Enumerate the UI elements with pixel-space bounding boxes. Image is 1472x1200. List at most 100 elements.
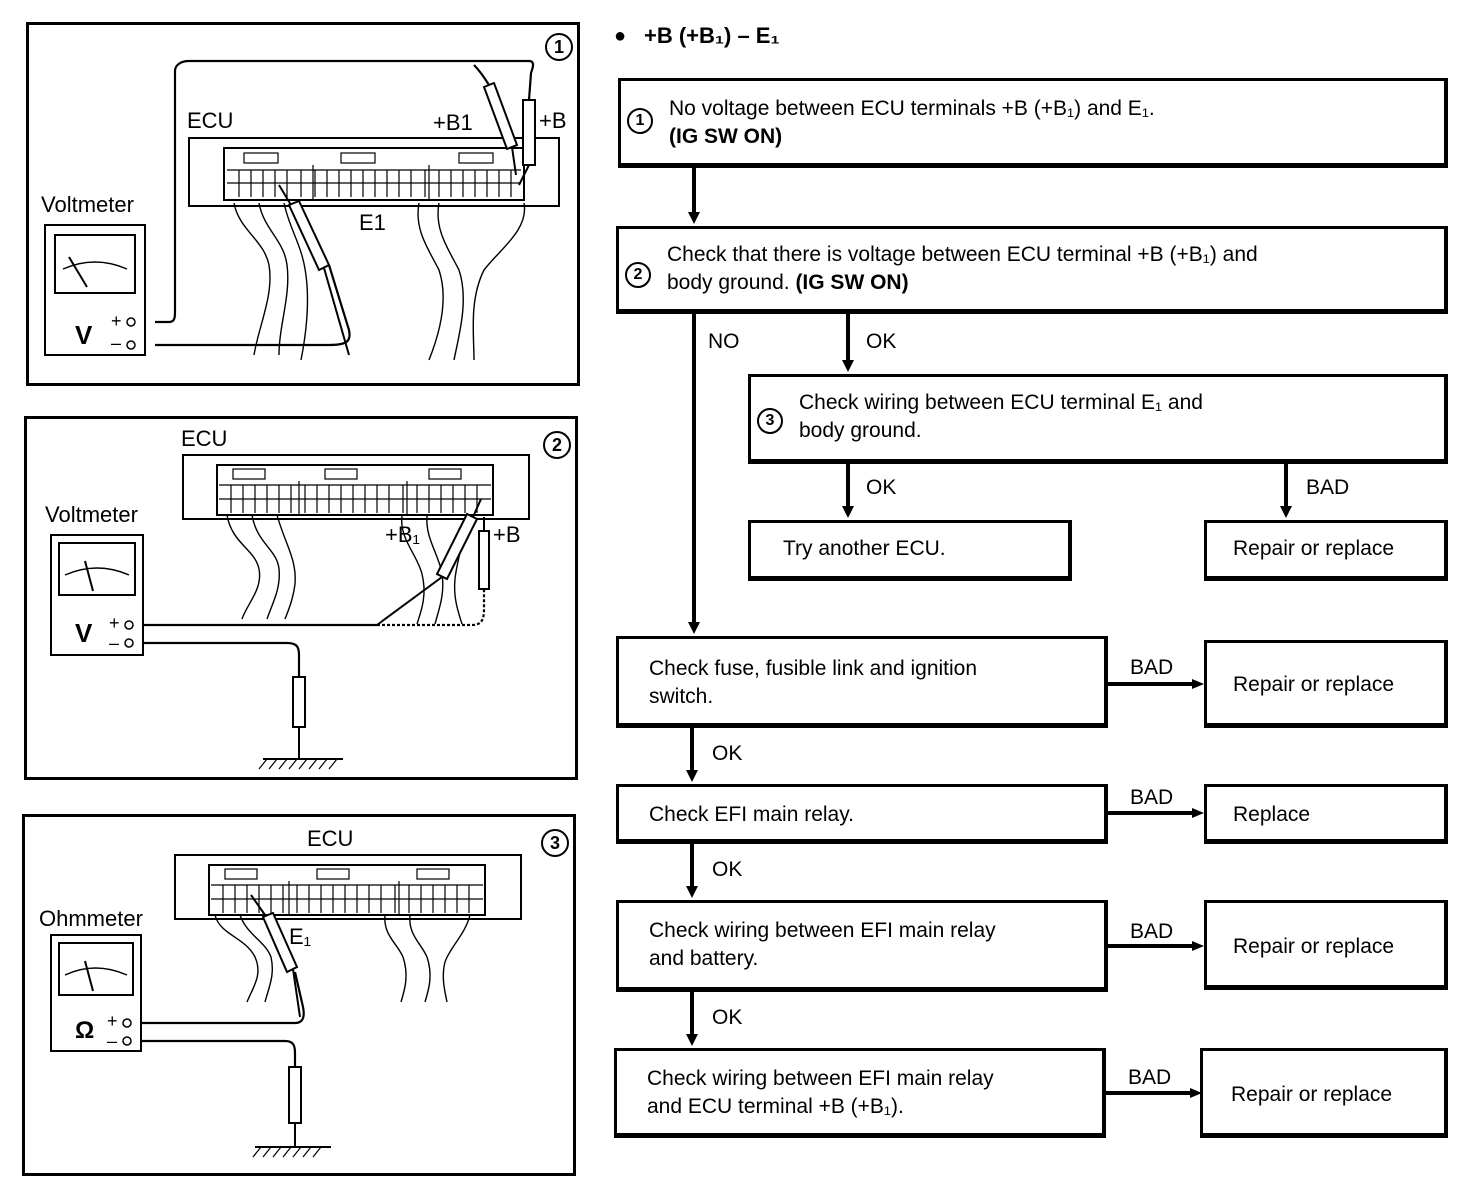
figure-3-drawing [50,854,522,1158]
figure-3-resistance-check: 3 ECU Ohmmeter E₁ Ω + – [22,814,576,1176]
label-no: NO [708,330,740,353]
voltmeter-dial [58,542,136,596]
step-2-number: 2 [625,262,651,288]
label-bad-ecu: BAD [1128,1066,1172,1089]
terminal-label-b: +B [539,108,567,133]
step-1-text: No voltage between ECU terminals +B (+B₁… [669,97,1155,120]
figure-number-badge: 3 [541,829,569,857]
lead-positive [133,971,305,1025]
label-bad-fuse: BAD [1130,656,1174,679]
voltmeter-needle [68,256,88,288]
ground-probe [292,676,306,759]
wiring-ecu-text-line2: and ECU terminal +B (+B₁). [647,1095,904,1118]
label-ok-step2: OK [866,330,897,353]
meter-label: Voltmeter [45,502,138,527]
wiring-battery-text-line2: and battery. [649,947,759,970]
figure-2-drawing [50,454,530,770]
probe-e1 [250,894,301,1018]
step-3-box: 3 Check wiring between ECU terminal E₁ a… [748,374,1448,464]
figure-1-drawing [44,59,560,361]
arrowheads [686,212,1292,1098]
page-title: +B (+B₁) – E₁ [644,23,780,48]
ecu-connector [223,147,525,201]
meter-symbol: Ω [75,1017,95,1044]
probe-b1 [376,498,482,626]
lead-b [377,589,486,627]
meter-label: Voltmeter [41,192,134,217]
probe-b1 [482,81,519,176]
label-bad-relay: BAD [1130,786,1174,809]
minus-sign: – [109,633,120,653]
terminal-label-e1: E1 [359,210,386,235]
negative-terminal [122,1036,132,1046]
try-another-ecu-box: Try another ECU. [748,520,1072,581]
positive-terminal [126,317,136,327]
repair-text-1: Repair or replace [1233,537,1395,560]
step-2-text-line2: body ground. [667,271,796,294]
label-ok-battery: OK [712,1006,743,1029]
ecu-label: ECU [187,108,234,133]
label-ok-step3: OK [866,476,897,499]
lead-negative [155,264,351,347]
step-2-condition: (IG SW ON) [795,271,909,294]
plus-sign: + [109,613,120,633]
step-3-text: Check wiring between ECU terminal E₁ and [799,391,1203,414]
ground-probe [288,1066,302,1147]
fuse-check-text-line2: switch. [649,685,714,708]
meter-symbol: V [75,618,93,648]
relay-check-text: Check EFI main relay. [649,803,855,826]
figure-2-voltage-check: 2 ECU Voltmeter +B₁ +B V + – [24,416,578,780]
wiring-ecu-box: Check wiring between EFI main relay and … [614,1048,1106,1138]
probe-b [478,517,490,590]
connector-pins [227,152,521,200]
lead-negative [137,641,301,677]
connector-pins [211,868,483,915]
wiring-ecu-text: Check wiring between EFI main relay [647,1067,994,1090]
replace-text: Replace [1233,803,1311,826]
connector-pins [219,468,491,515]
repair-text-4: Repair or replace [1231,1083,1393,1106]
repair-box-2: Repair or replace [1204,640,1448,728]
wiring-battery-box: Check wiring between EFI main relay and … [616,900,1108,992]
lead-negative [133,1039,297,1067]
step-3-text-line2: body ground. [799,419,922,442]
figure-number-badge: 1 [545,33,573,61]
step-2-text: Check that there is voltage between ECU … [667,243,1258,266]
plus-sign: + [107,1011,118,1031]
voltmeter-dial [54,234,136,294]
terminal-label-e1: E₁ [289,924,312,949]
label-bad-battery: BAD [1130,920,1174,943]
header-bullet: ● [614,25,627,47]
ecu-label: ECU [181,426,228,451]
wire-harness [233,202,526,361]
probe-b [518,99,536,186]
meter-symbol: V [75,320,93,350]
minus-sign: – [107,1031,118,1051]
negative-terminal [126,340,136,350]
ohmmeter-needle [84,960,94,992]
label-ok-relay: OK [712,858,743,881]
fuse-check-text: Check fuse, fusible link and ignition [649,657,978,680]
repair-text-3: Repair or replace [1233,935,1395,958]
figure-number-badge: 2 [543,431,571,459]
step-1-box: 1 No voltage between ECU terminals +B (+… [618,78,1448,168]
ecu-connector [208,864,486,916]
step-1-condition: (IG SW ON) [669,125,783,148]
wire-harness [214,914,471,1003]
repair-box-1: Repair or replace [1204,520,1448,581]
ohmmeter-dial [58,942,134,996]
positive-terminal [122,1018,132,1028]
repair-text-2: Repair or replace [1233,673,1395,696]
fuse-check-box: Check fuse, fusible link and ignition sw… [616,636,1108,728]
repair-box-4: Repair or replace [1200,1048,1448,1138]
meter-label: Ohmmeter [39,906,143,931]
minus-sign: – [111,333,122,353]
try-another-ecu-text: Try another ECU. [783,537,946,560]
positive-terminal [124,620,134,630]
ecu-label: ECU [307,826,354,851]
figure-1-voltage-check: 1 ECU Voltmeter +B1 +B E1 V + – [26,22,580,386]
ground-hatch [258,758,338,770]
terminal-label-b1: +B1 [433,110,473,135]
step-2-box: 2 Check that there is voltage between EC… [616,226,1448,314]
